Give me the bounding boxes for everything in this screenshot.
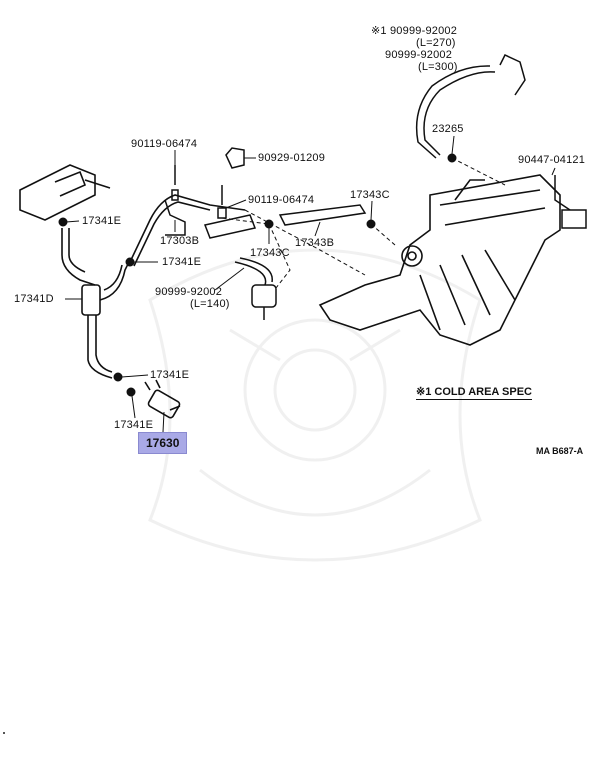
label-90999-92002-hose: 90999-92002 (385, 49, 453, 61)
label-17343b: 17343B (295, 237, 335, 249)
label-17303b: 17303B (160, 235, 200, 247)
label-l140: (L=140) (190, 298, 230, 310)
middle-hose-and-valve (234, 204, 367, 320)
label-l270: (L=270) (416, 37, 456, 49)
label-90999-92002-low: 90999-92002 (155, 286, 223, 298)
label-17341e-low: 17341E (150, 369, 190, 381)
vsv-17630-part (144, 379, 181, 419)
label-90929-01209: 90929-01209 (258, 152, 326, 164)
label-leaders (65, 135, 556, 433)
label-90119-06474-mid: 90119-06474 (248, 194, 315, 206)
label-23265: 23265 (432, 123, 464, 135)
label-l300: (L=300) (418, 61, 458, 73)
cold-area-note: ※1 COLD AREA SPEC (416, 386, 532, 400)
label-90999-92002-cold: ※1 90999-92002 (371, 25, 458, 37)
label-90119-06474-top: 90119-06474 (131, 138, 198, 150)
label-17341e-bottom: 17341E (114, 419, 154, 431)
label-17343c-right: 17343C (350, 189, 390, 201)
highlight-17630-box[interactable] (138, 432, 187, 454)
intake-manifold (318, 174, 561, 346)
watermark-emblem (148, 248, 482, 562)
label-90447-04121: 90447-04121 (518, 154, 586, 166)
label-17341e-top: 17341E (82, 215, 122, 227)
label-17341e-mid: 17341E (162, 256, 202, 268)
bracket-and-bolts (164, 147, 257, 239)
stray-dot (3, 732, 5, 734)
top-right-hose (415, 54, 587, 229)
label-17341d: 17341D (14, 293, 54, 305)
label-17630[interactable]: 17630 (146, 436, 180, 450)
dashed-leaders (221, 157, 506, 289)
label-17343c-mid: 17343C (250, 247, 290, 259)
drawing-code: MA B687-A (536, 446, 584, 456)
left-pipe-assembly (19, 164, 246, 379)
